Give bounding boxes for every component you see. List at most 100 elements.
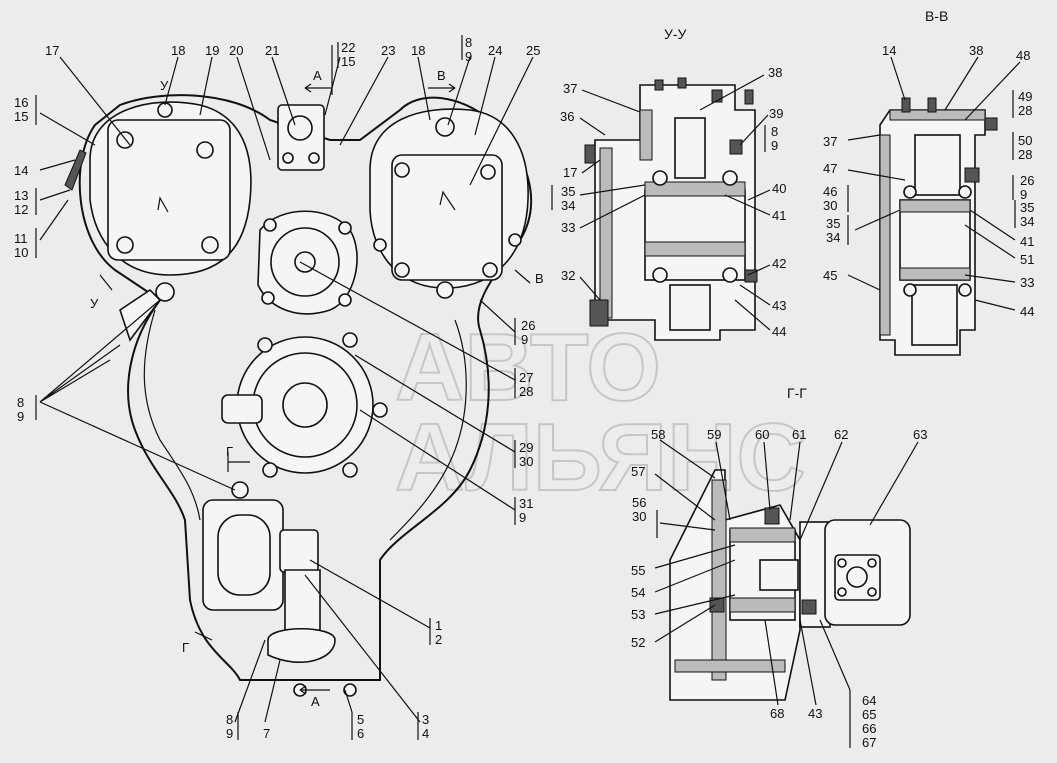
vv-gear-top-teeth	[899, 199, 971, 213]
callout-g58: 58	[651, 427, 665, 442]
arrow-v-top	[428, 83, 456, 93]
callout-g54: 54	[631, 585, 645, 600]
uu-lower-shaft	[669, 284, 711, 331]
hub-bolt3	[372, 402, 388, 418]
bolt-lc2	[196, 141, 214, 159]
hub-bolt2	[342, 332, 358, 348]
callout-22: 22	[341, 40, 355, 55]
callout-8b: 8	[17, 395, 24, 410]
callout-v34b: 34	[1020, 214, 1034, 229]
hub-side-lug	[221, 394, 263, 424]
callout-1: 1	[435, 618, 442, 633]
section-gg: Г-Г	[631, 385, 927, 750]
right-cover-plate	[391, 154, 503, 281]
callout-21: 21	[265, 43, 279, 58]
pf-bolt4	[338, 293, 352, 307]
callout-g61: 61	[792, 427, 806, 442]
gg-port-bolt4	[867, 587, 877, 597]
callout-30: 30	[519, 454, 533, 469]
callout-15a: 15	[341, 54, 355, 69]
callout-v33: 33	[1020, 275, 1034, 290]
bracket-21-bolt1	[282, 152, 294, 164]
callout-9a: 9	[465, 49, 472, 64]
uu-bearing4	[722, 267, 738, 283]
callout-v49: 49	[1018, 89, 1032, 104]
callout-v28b: 28	[1018, 147, 1032, 162]
bolt-rc1	[394, 162, 410, 178]
gg-gear-top	[729, 527, 796, 543]
callout-g56: 56	[632, 495, 646, 510]
vv-gear-body	[899, 199, 971, 281]
gg-port-hole	[846, 566, 868, 588]
left-cover-mark	[157, 196, 169, 213]
arrow-g-left	[227, 452, 250, 472]
vv-lower-shaft	[911, 284, 958, 346]
uu-bolt-l1	[589, 299, 609, 327]
bolt-lc3	[116, 236, 134, 254]
arrow-v-right	[514, 269, 531, 284]
pf-bolt1	[263, 218, 277, 232]
hub-bolt1	[257, 337, 273, 353]
callout-v30: 30	[823, 198, 837, 213]
housing-outline	[78, 94, 533, 681]
section-vv: В-В	[823, 8, 1034, 356]
bolt-lc1	[116, 131, 134, 149]
bolt-rc5	[435, 117, 455, 137]
vv-bearing3	[903, 283, 917, 297]
callout-v34a: 34	[826, 230, 840, 245]
callout-4: 4	[422, 726, 429, 741]
callout-u17: 17	[563, 165, 577, 180]
uu-bolt-t1	[654, 79, 664, 91]
vv-bearing1	[903, 185, 917, 199]
uu-bolt-r2	[744, 269, 758, 283]
callout-9d: 9	[519, 510, 526, 525]
callout-u44: 44	[772, 324, 786, 339]
arrow-a-top	[304, 45, 333, 95]
arrow-g-bottom	[194, 631, 213, 641]
callout-g68: 68	[770, 706, 784, 721]
callout-g57: 57	[631, 464, 645, 479]
callout-19: 19	[205, 43, 219, 58]
callout-6: 6	[357, 726, 364, 741]
uu-bolt-t4	[744, 89, 754, 105]
callout-u40: 40	[772, 181, 786, 196]
section-vv-title: В-В	[925, 8, 948, 24]
callout-23: 23	[381, 43, 395, 58]
main-leaders	[39, 56, 534, 723]
callout-v37: 37	[823, 134, 837, 149]
callout-u33: 33	[561, 220, 575, 235]
vv-bolt-t3	[984, 117, 998, 131]
callout-9c: 9	[521, 332, 528, 347]
callout-g65: 65	[862, 707, 876, 722]
uu-bolt-r1	[729, 139, 743, 155]
vv-leaders	[847, 56, 1021, 311]
callout-11: 11	[14, 231, 28, 246]
bolt-lc5	[157, 102, 173, 118]
callout-g64: 64	[862, 693, 876, 708]
callout-v26: 26	[1020, 173, 1034, 188]
callout-v41: 41	[1020, 234, 1034, 249]
gg-shaft	[759, 559, 799, 591]
uu-top-wall	[639, 109, 653, 161]
callout-5: 5	[357, 712, 364, 727]
view-mark-u-top: У	[160, 78, 169, 93]
section-uu: У-У	[551, 26, 786, 341]
uu-bearing3	[652, 267, 668, 283]
callout-31: 31	[519, 496, 533, 511]
oil-filter-nut	[279, 529, 319, 573]
callout-g55: 55	[631, 563, 645, 578]
callout-v9: 9	[1020, 187, 1027, 202]
vv-upper-gear	[914, 134, 961, 196]
callout-g53: 53	[631, 607, 645, 622]
watermark-line2: АЛЬЯНС	[395, 404, 806, 511]
callout-g63: 63	[913, 427, 927, 442]
bolt-rc4	[482, 262, 498, 278]
gg-port-bolt1	[837, 558, 847, 568]
uu-bolt-t2	[677, 77, 687, 89]
callout-v44: 44	[1020, 304, 1034, 319]
callout-v48: 48	[1016, 48, 1030, 63]
callout-g52: 52	[631, 635, 645, 650]
vv-top-wall	[889, 109, 986, 121]
callout-u9: 9	[771, 138, 778, 153]
callout-25: 25	[526, 43, 540, 58]
